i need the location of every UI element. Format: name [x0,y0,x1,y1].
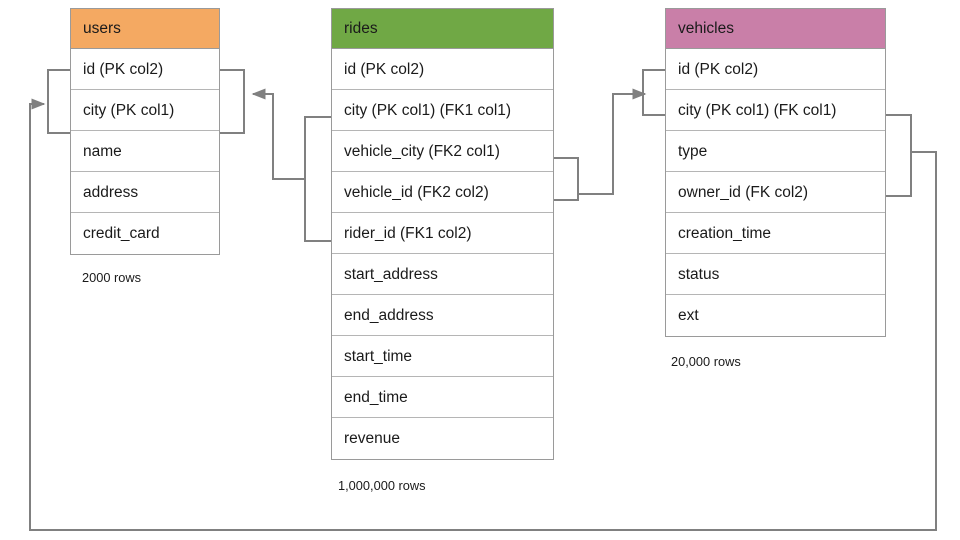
table-users-column-name: name [71,131,219,172]
table-rides-column-rider-id: rider_id (FK1 col2) [332,213,553,254]
connector-users-right-bracket [220,69,245,134]
table-rides-column-end-time: end_time [332,377,553,418]
table-rides-column-vehicle-id: vehicle_id (FK2 col2) [332,172,553,213]
table-vehicles-header: vehicles [666,9,885,49]
table-vehicles-column-owner-id: owner_id (FK col2) [666,172,885,213]
table-vehicles-column-status: status [666,254,885,295]
table-rides-column-city: city (PK col1) (FK1 col1) [332,90,553,131]
connector-rides-left-bracket [304,116,331,242]
connector-vehicles-fk-to-users [29,98,937,531]
table-rides-column-revenue: revenue [344,430,401,447]
table-users-column-city: city (PK col1) [71,90,219,131]
table-rides-column-end-address: end_address [332,295,553,336]
table-rides-header: rides [332,9,553,49]
connector-users-left-bracket [47,69,70,134]
table-vehicles-row-count: 20,000 rows [671,354,741,369]
connector-rides-fk1-to-users [251,88,305,180]
table-rides-column-id: id (PK col2) [332,49,553,90]
table-vehicles-column-creation-time: creation_time [666,213,885,254]
table-users[interactable]: users id (PK col2) city (PK col1) name a… [70,8,220,255]
table-users-column-address: address [71,172,219,213]
table-vehicles-column-id: id (PK col2) [666,49,885,90]
connector-rides-right-bracket [554,157,579,201]
connector-rides-fk2-to-vehicles [577,88,647,195]
table-rides-column-vehicle-city: vehicle_city (FK2 col1) [332,131,553,172]
table-vehicles[interactable]: vehicles id (PK col2) city (PK col1) (FK… [665,8,886,337]
table-vehicles-column-city: city (PK col1) (FK col1) [666,90,885,131]
table-rides-row-count: 1,000,000 rows [338,478,426,493]
connector-vehicles-right-bracket [886,114,912,197]
table-users-header: users [71,9,219,49]
table-vehicles-column-ext: ext [678,307,699,324]
table-users-column-id: id (PK col2) [71,49,219,90]
table-users-row-count: 2000 rows [82,270,142,285]
table-rides[interactable]: rides id (PK col2) city (PK col1) (FK1 c… [331,8,554,460]
table-rides-column-start-time: start_time [332,336,553,377]
table-users-column-credit-card: credit_card [83,225,160,242]
connector-vehicles-left-bracket [642,69,665,116]
table-rides-column-start-address: start_address [332,254,553,295]
table-vehicles-column-type: type [666,131,885,172]
